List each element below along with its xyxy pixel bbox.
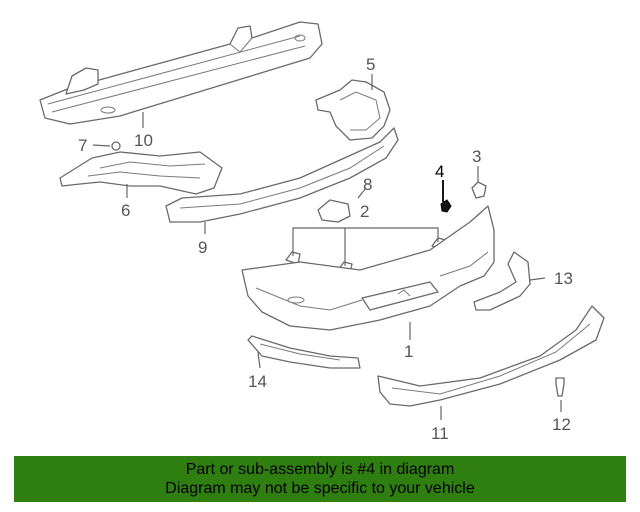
callout-9: 9 [198, 238, 207, 257]
lower-valance-part [377, 305, 605, 407]
callout-3: 3 [472, 147, 481, 166]
callout-12: 12 [552, 415, 571, 434]
fastener-part-4 [440, 199, 452, 213]
bolt-part [111, 141, 121, 151]
notice-banner: Part or sub-assembly is #4 in diagram Di… [14, 456, 626, 502]
leader-lines [92, 74, 562, 420]
callout-1: 1 [404, 342, 413, 361]
notice-line-1: Part or sub-assembly is #4 in diagram [185, 461, 455, 478]
bracket-part [315, 79, 391, 141]
callout-11: 11 [431, 424, 449, 443]
push-pin-part [471, 181, 487, 199]
callout-labels: 1 2 3 4 5 6 7 8 9 10 11 12 13 14 [78, 55, 573, 443]
callout-13: 13 [554, 269, 573, 288]
callout-6: 6 [121, 201, 130, 220]
trim-strip-right-part [473, 251, 531, 311]
parts-diagram: 1 2 3 4 5 6 7 8 9 10 11 12 13 14 [39, 21, 605, 443]
bumper-fascia-part [241, 205, 495, 331]
side-bracket-part [59, 151, 223, 195]
trim-strip-left-part [247, 335, 361, 369]
impact-bar-part [39, 21, 323, 125]
callout-10: 10 [134, 131, 153, 150]
notice-line-2: Diagram may not be specific to your vehi… [165, 480, 475, 497]
callout-14: 14 [248, 372, 267, 391]
callout-8: 8 [363, 175, 372, 194]
callout-7: 7 [78, 136, 87, 155]
clip-part [317, 199, 351, 223]
screw-part [555, 377, 565, 397]
energy-absorber-part [165, 127, 399, 223]
callout-5: 5 [366, 55, 375, 74]
callout-2: 2 [360, 202, 369, 221]
callout-4: 4 [435, 162, 444, 181]
